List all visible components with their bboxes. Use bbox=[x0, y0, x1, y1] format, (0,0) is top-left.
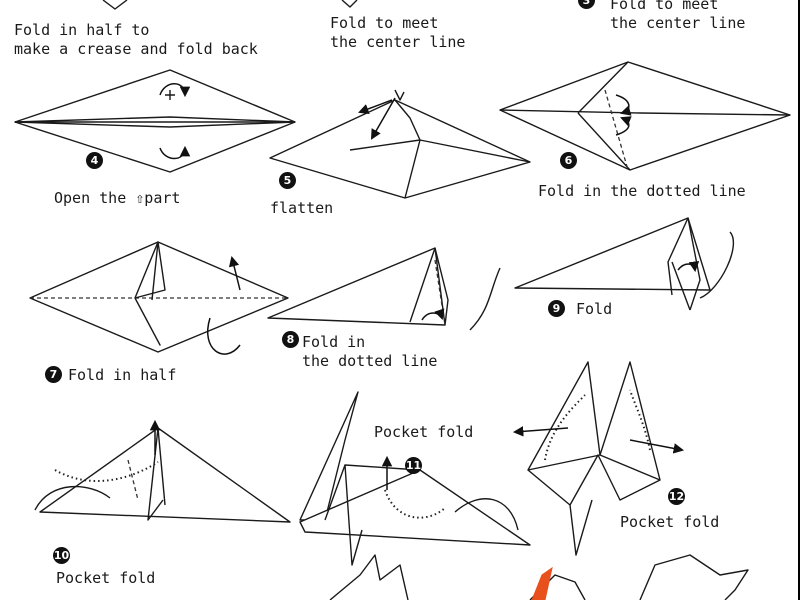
step-number-4: 4 bbox=[86, 152, 103, 169]
step-number-9: 9 bbox=[548, 300, 565, 317]
caption-open-part: Open the ⇧part bbox=[54, 189, 181, 207]
step4-figure bbox=[14, 69, 296, 173]
right-border bbox=[798, 0, 800, 600]
step7-figure bbox=[29, 241, 289, 355]
step-number-3: 3 bbox=[578, 0, 595, 9]
step-number-5: 5 bbox=[279, 172, 296, 189]
step5-figure bbox=[269, 89, 531, 199]
step6-figure bbox=[499, 61, 791, 171]
caption-fold-center-line-a: Fold to meet the center line bbox=[330, 14, 466, 51]
caption-fold: Fold bbox=[576, 300, 613, 318]
caption-fold-in-half-crease: Fold in half to make a crease and fold b… bbox=[14, 21, 258, 58]
step-number-12: 12 bbox=[668, 488, 685, 505]
step-number-7: 7 bbox=[45, 366, 62, 383]
caption-pocket-fold-10: Pocket fold bbox=[56, 569, 156, 587]
step11-figure bbox=[299, 391, 531, 566]
step-number-10: 10 bbox=[53, 547, 70, 564]
step9-figure bbox=[514, 217, 735, 311]
step-number-8: 8 bbox=[282, 331, 299, 348]
step12-figure bbox=[512, 361, 685, 556]
caption-fold-in-half: Fold in half bbox=[68, 366, 177, 384]
step10-figure bbox=[34, 419, 291, 523]
caption-flatten: flatten bbox=[270, 199, 334, 217]
caption-pocket-fold-11: Pocket fold bbox=[374, 423, 474, 441]
caption-fold-center-line-b: Fold to meet the center line bbox=[610, 0, 746, 32]
caption-pocket-fold-12: Pocket fold bbox=[620, 513, 720, 531]
caption-fold-dotted-line: Fold in the dotted line bbox=[538, 182, 746, 200]
step8-figure bbox=[267, 247, 501, 331]
caption-fold-in-dotted-line: Fold in the dotted line bbox=[302, 333, 438, 370]
bottom-fragment-figures bbox=[329, 554, 749, 600]
step-number-6: 6 bbox=[560, 152, 577, 169]
top-fragment-marks bbox=[102, 0, 358, 10]
step-number-11: 11 bbox=[405, 457, 422, 474]
